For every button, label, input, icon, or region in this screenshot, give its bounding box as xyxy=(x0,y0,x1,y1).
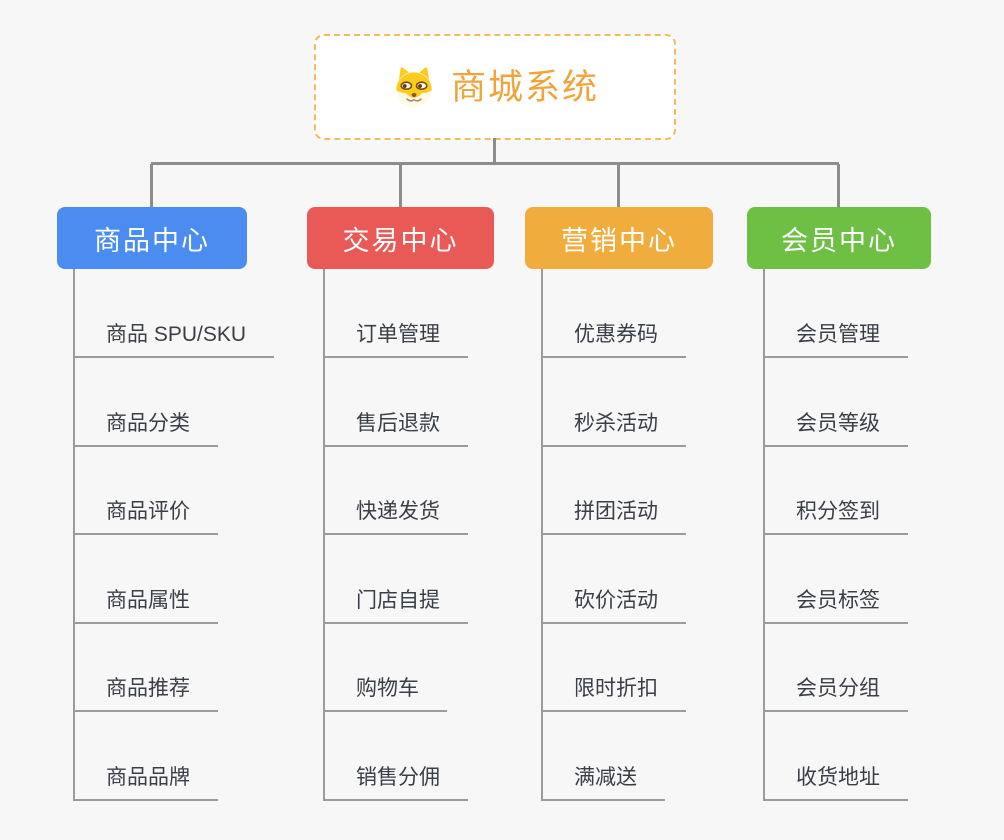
topic-product-attribute[interactable]: 商品属性 xyxy=(73,586,218,624)
branch-trunk-line xyxy=(763,269,765,801)
topic-product-review[interactable]: 商品评价 xyxy=(73,497,218,535)
connector-root-stem xyxy=(493,138,496,164)
branch-header-trade[interactable]: 交易中心 xyxy=(307,207,494,269)
branch-header-products[interactable]: 商品中心 xyxy=(57,207,247,269)
topic-express-shipping[interactable]: 快递发货 xyxy=(323,497,468,535)
root-topic[interactable]: 商城系统 xyxy=(314,34,676,140)
topic-product-spu-sku[interactable]: 商品 SPU/SKU xyxy=(73,320,275,358)
connector-bus xyxy=(151,162,839,165)
topic-product-recommend[interactable]: 商品推荐 xyxy=(73,674,218,712)
connector-drop-trade xyxy=(399,164,402,208)
topic-aftersale-refund[interactable]: 售后退款 xyxy=(323,409,468,447)
topic-product-brand[interactable]: 商品品牌 xyxy=(73,763,218,801)
topic-member-groups[interactable]: 会员分组 xyxy=(763,674,908,712)
connector-drop-products xyxy=(150,164,153,208)
branch-products: 商品中心 商品 SPU/SKU 商品分类 商品评价 商品属性 商品推荐 商品品牌 xyxy=(57,207,275,801)
branch-header-marketing[interactable]: 营销中心 xyxy=(525,207,713,269)
topic-points-checkin[interactable]: 积分签到 xyxy=(763,497,908,535)
branch-trunk-line xyxy=(323,269,325,801)
dog-face-icon xyxy=(396,67,432,108)
topic-sales-commission[interactable]: 销售分佣 xyxy=(323,763,468,801)
branch-members: 会员中心 会员管理 会员等级 积分签到 会员标签 会员分组 收货地址 xyxy=(747,207,931,801)
topic-member-management[interactable]: 会员管理 xyxy=(763,320,908,358)
topic-bargain-activity[interactable]: 砍价活动 xyxy=(541,586,686,624)
topic-shopping-cart[interactable]: 购物车 xyxy=(323,674,447,712)
topic-spend-and-save[interactable]: 满减送 xyxy=(541,763,665,801)
topic-flash-sale[interactable]: 秒杀活动 xyxy=(541,409,686,447)
connector-drop-members xyxy=(837,164,840,208)
branch-header-members[interactable]: 会员中心 xyxy=(747,207,931,269)
topic-group-buy[interactable]: 拼团活动 xyxy=(541,497,686,535)
topic-order-management[interactable]: 订单管理 xyxy=(323,320,468,358)
topic-shipping-address[interactable]: 收货地址 xyxy=(763,763,908,801)
topic-coupon-code[interactable]: 优惠券码 xyxy=(541,320,686,358)
topic-limited-time-discount[interactable]: 限时折扣 xyxy=(541,674,686,712)
topic-store-pickup[interactable]: 门店自提 xyxy=(323,586,468,624)
root-topic-label: 商城系统 xyxy=(450,67,599,107)
topic-product-category[interactable]: 商品分类 xyxy=(73,409,218,447)
branch-trunk-line xyxy=(541,269,543,801)
topic-member-level[interactable]: 会员等级 xyxy=(763,409,908,447)
branch-trade: 交易中心 订单管理 售后退款 快递发货 门店自提 购物车 销售分佣 xyxy=(307,207,494,801)
connector-drop-marketing xyxy=(617,164,620,208)
branch-marketing: 营销中心 优惠券码 秒杀活动 拼团活动 砍价活动 限时折扣 满减送 xyxy=(525,207,713,801)
topic-member-tags[interactable]: 会员标签 xyxy=(763,586,908,624)
branch-trunk-line xyxy=(73,269,75,801)
